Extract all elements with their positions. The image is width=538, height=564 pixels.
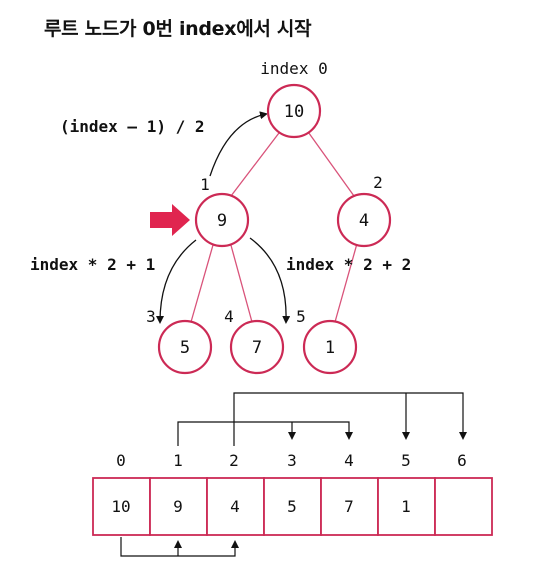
edge-4-1 xyxy=(334,239,359,323)
array-value: 4 xyxy=(230,497,240,516)
array-cell xyxy=(206,477,265,536)
right-child-arrow xyxy=(249,237,291,324)
tree-node: 9 xyxy=(194,192,250,248)
array-index: 4 xyxy=(344,451,354,470)
array-cell xyxy=(263,477,322,536)
array-cell xyxy=(92,477,151,536)
array-index: 2 xyxy=(229,451,239,470)
edge-root-right xyxy=(305,128,355,197)
tree-edges xyxy=(190,128,359,323)
highlight-arrow-icon xyxy=(150,204,190,236)
page-title: 루트 노드가 0번 index에서 시작 xyxy=(44,18,312,40)
node-index-label: 4 xyxy=(224,307,234,326)
array-connectors-bottom xyxy=(120,537,239,557)
tree-arrows xyxy=(156,111,291,324)
connector-2-to-5-6 xyxy=(233,392,467,446)
node-index-label: 3 xyxy=(146,307,156,326)
parent-formula: (index – 1) / 2 xyxy=(60,117,205,136)
array-value: 5 xyxy=(287,497,297,516)
array-index: 5 xyxy=(401,451,411,470)
right-child-formula: index * 2 + 2 xyxy=(286,255,411,274)
left-child-arrow xyxy=(156,239,197,324)
tree-node: 7 xyxy=(229,319,285,375)
root-index-label: index 0 xyxy=(260,59,327,78)
array-value: 10 xyxy=(111,497,130,516)
tree-node: 4 xyxy=(336,192,392,248)
array-connectors-top xyxy=(177,392,467,446)
array-value: 1 xyxy=(401,497,411,516)
node-index-label: 1 xyxy=(200,175,210,194)
connector-1-to-3-4 xyxy=(177,421,353,446)
node-value: 4 xyxy=(359,211,369,231)
array-index: 0 xyxy=(116,451,126,470)
array-cell xyxy=(149,477,208,536)
array-index: 6 xyxy=(457,451,467,470)
array-index: 3 xyxy=(287,451,297,470)
node-value: 9 xyxy=(217,211,227,231)
node-index-label: 5 xyxy=(296,307,306,326)
node-value: 1 xyxy=(325,338,335,358)
array-value: 9 xyxy=(173,497,183,516)
array-cell xyxy=(434,477,493,536)
node-value: 10 xyxy=(284,102,304,122)
array-cells xyxy=(92,477,493,536)
tree-node: 10 xyxy=(266,83,322,139)
array-cell xyxy=(377,477,436,536)
tree-node: 1 xyxy=(302,319,358,375)
array-value: 7 xyxy=(344,497,354,516)
edge-9-7 xyxy=(228,237,253,323)
left-child-formula: index * 2 + 1 xyxy=(30,255,155,274)
edge-root-left xyxy=(230,128,283,197)
array-index: 1 xyxy=(173,451,183,470)
parent-arrow xyxy=(209,111,268,177)
node-index-label: 2 xyxy=(373,173,383,192)
tree-node: 5 xyxy=(157,319,213,375)
edge-9-5 xyxy=(190,237,216,323)
node-value: 7 xyxy=(252,338,262,358)
node-value: 5 xyxy=(180,338,190,358)
